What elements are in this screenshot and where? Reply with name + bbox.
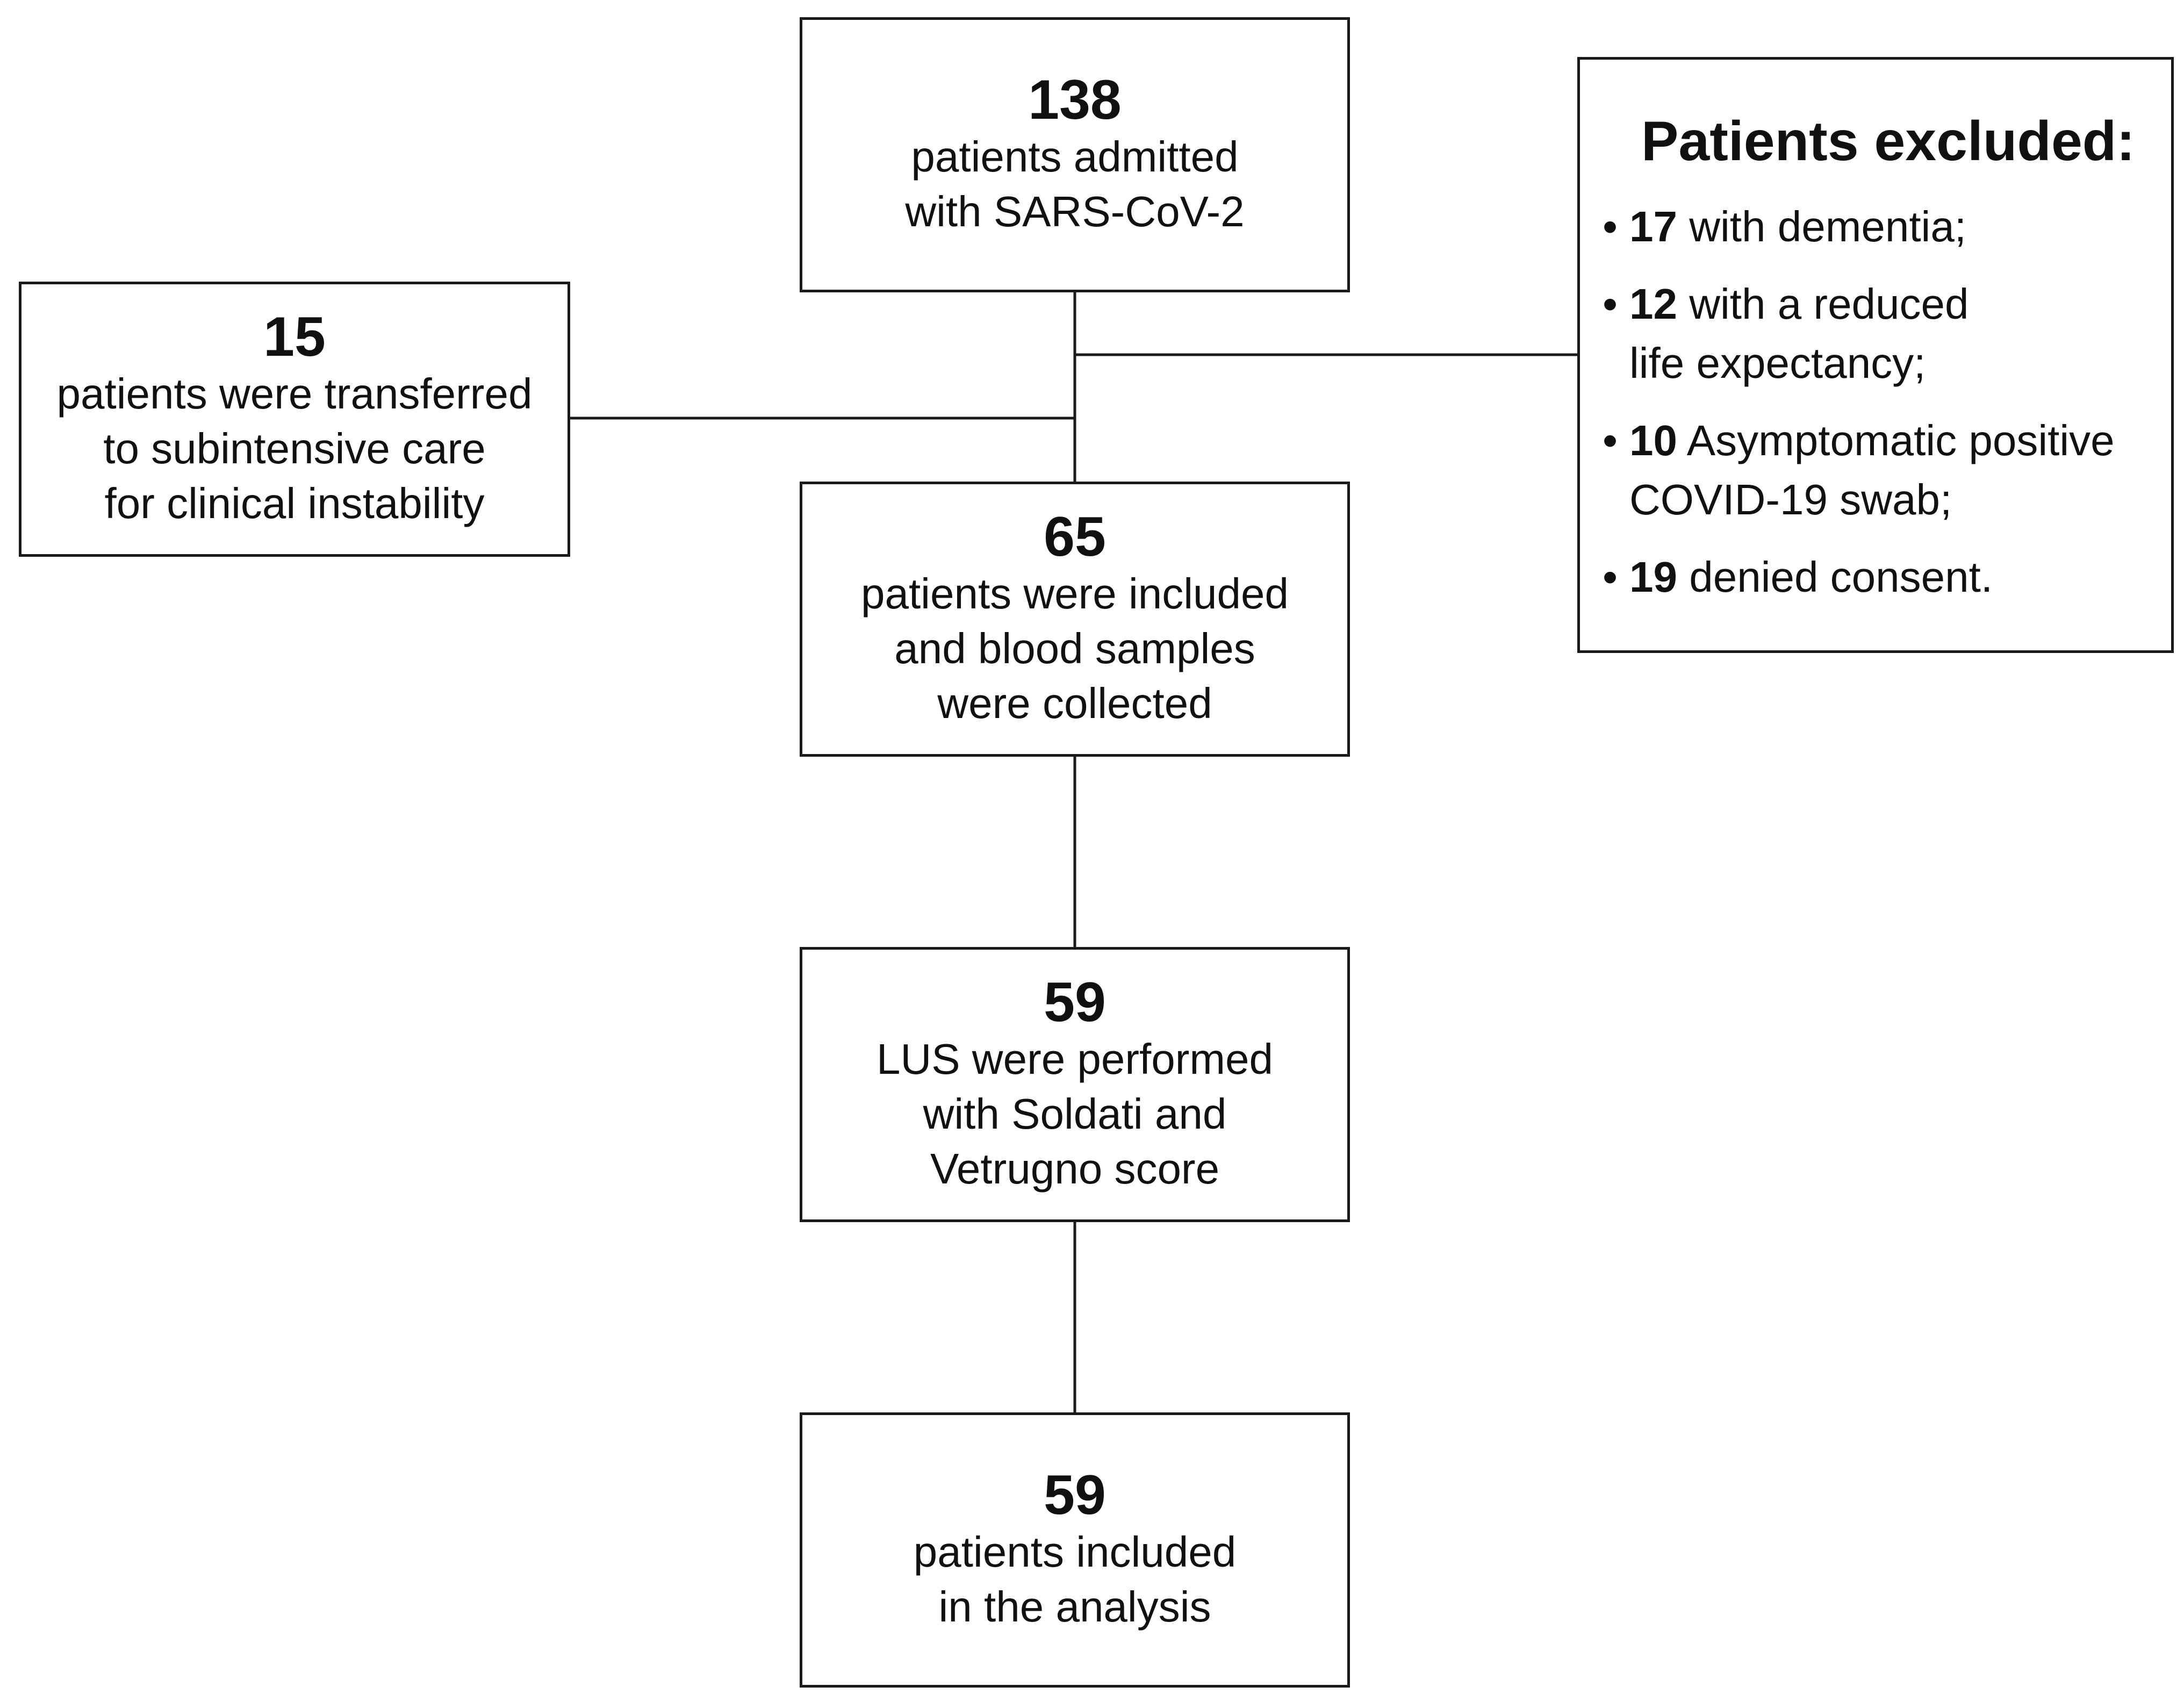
bullet-icon: • — [1603, 553, 1618, 601]
admitted-box: 138 patients admitted with SARS-CoV-2 — [800, 17, 1350, 292]
excluded-list: •17 with dementia; •12 with a reduced li… — [1603, 197, 2171, 607]
included-text: patients were included and blood samples… — [860, 570, 1289, 727]
bullet-icon: • — [1603, 417, 1618, 464]
excluded-item-count: 19 — [1629, 553, 1677, 601]
excluded-item-count: 12 — [1629, 280, 1677, 328]
included-box: 65 patients were included and blood samp… — [800, 482, 1350, 757]
lus-box: 59 LUS were performed with Soldati and V… — [800, 947, 1350, 1222]
admitted-count: 138 — [1028, 69, 1122, 131]
transferred-box: 15 patients were transferred to subinten… — [19, 282, 570, 557]
excluded-item-count: 10 — [1629, 417, 1677, 464]
bullet-icon: • — [1603, 280, 1618, 328]
analysis-count: 59 — [1044, 1464, 1106, 1526]
excluded-item-count: 17 — [1629, 203, 1677, 250]
excluded-box: Patients excluded: •17 with dementia; •1… — [1577, 57, 2174, 653]
included-count: 65 — [1044, 506, 1106, 568]
excluded-item-text: with a reduced life expectancy; — [1629, 280, 1969, 387]
excluded-item-dementia: •17 with dementia; — [1603, 197, 2171, 256]
excluded-item-text: denied consent. — [1677, 553, 1993, 601]
lus-text: LUS were performed with Soldati and Vetr… — [876, 1035, 1274, 1193]
excluded-item-asymptomatic: •10 Asymptomatic positive COVID-19 swab; — [1603, 411, 2171, 529]
excluded-item-text: Asymptomatic positive COVID-19 swab; — [1629, 417, 2115, 523]
bullet-icon: • — [1603, 203, 1618, 250]
transferred-count: 15 — [263, 306, 326, 368]
analysis-text: patients included in the analysis — [913, 1528, 1237, 1631]
excluded-item-consent: •19 denied consent. — [1603, 548, 2171, 607]
admitted-text: patients admitted with SARS-CoV-2 — [905, 133, 1245, 235]
excluded-item-text: with dementia; — [1677, 203, 1967, 250]
excluded-title: Patients excluded: — [1641, 110, 2135, 173]
transferred-text: patients were transferred to subintensiv… — [56, 370, 533, 527]
lus-count: 59 — [1044, 971, 1106, 1033]
analysis-box: 59 patients included in the analysis — [800, 1412, 1350, 1688]
excluded-item-life-expectancy: •12 with a reduced life expectancy; — [1603, 275, 2171, 393]
